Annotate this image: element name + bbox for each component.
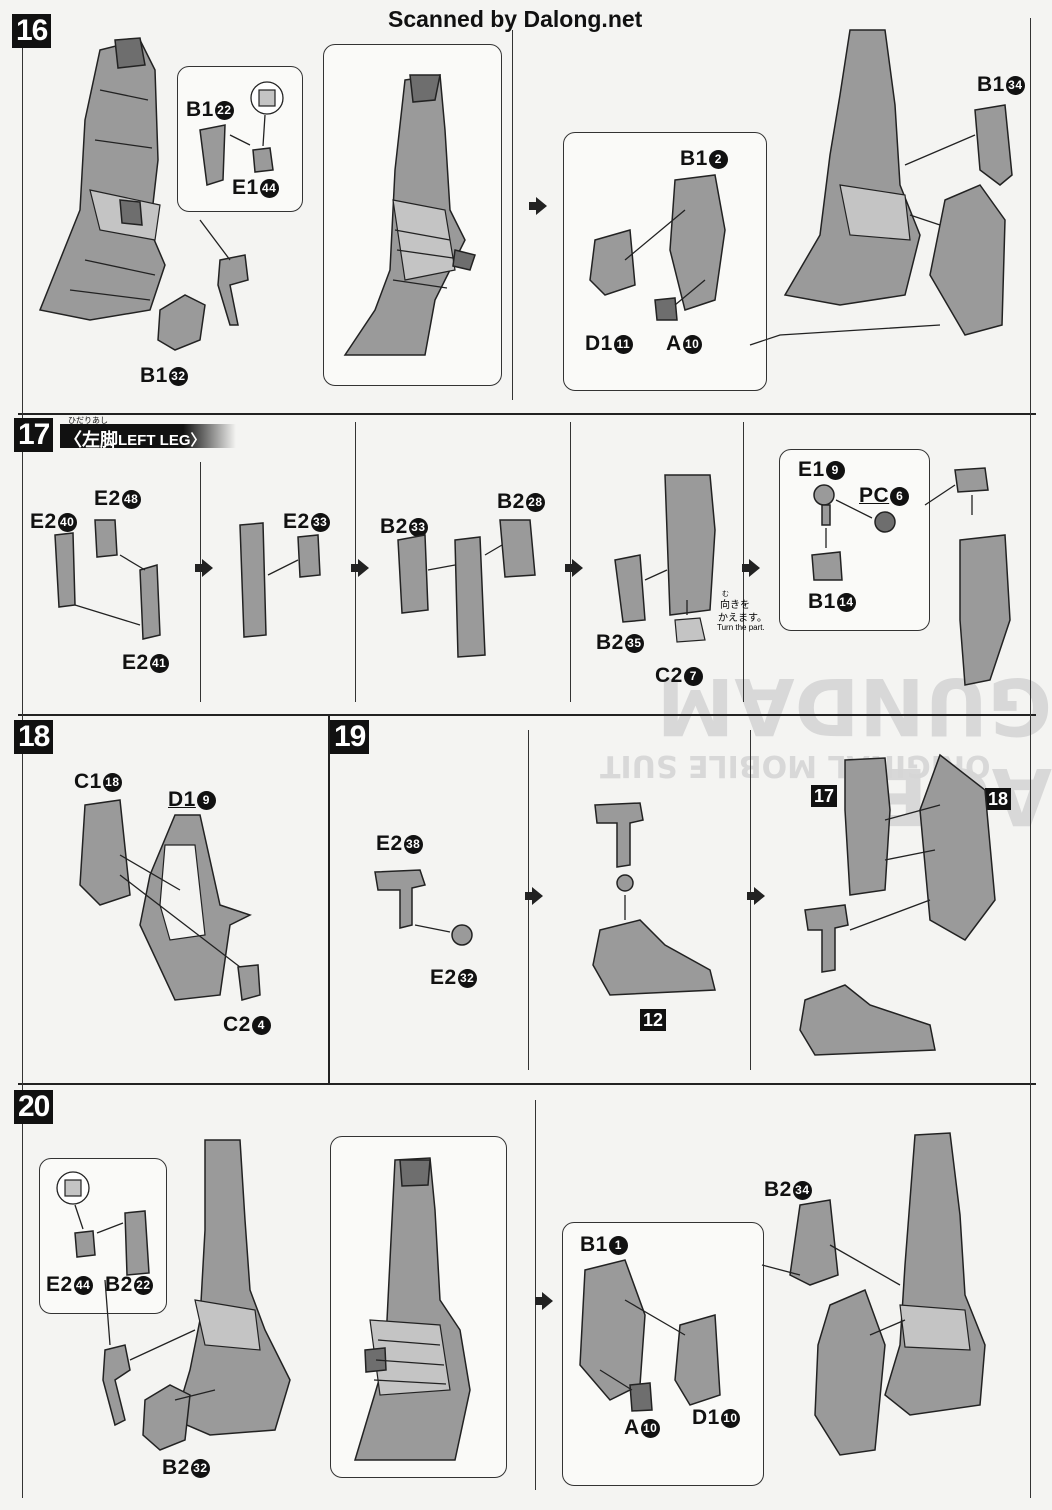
s19-ref-12: 12: [640, 1009, 667, 1031]
s17-title-ruby: ひだりあし: [68, 416, 108, 425]
divider-17-18: [18, 714, 1036, 716]
s17-arrow-3: [565, 559, 583, 577]
divider-18-20: [18, 1083, 1036, 1085]
scan-credit: Scanned by Dalong.net: [388, 6, 643, 32]
divider-s17-c: [570, 422, 571, 702]
divider-s17-a: [200, 462, 201, 702]
s16-rear-view-leg: [343, 74, 476, 356]
s17-arrow-2: [351, 559, 369, 577]
s17-turn-note-ruby: む: [722, 591, 729, 598]
s17-step1-parts: [54, 519, 161, 640]
divider-s19-b: [750, 730, 751, 1070]
s19-step2-parts: [592, 802, 716, 996]
s18-parts: [79, 799, 261, 1001]
step-18-number: 18: [14, 720, 54, 754]
s17-sub-parts: [811, 484, 896, 581]
s16-final-leg: [749, 29, 1013, 346]
s16-inset-box: [177, 66, 303, 212]
s16-sub-parts: [589, 174, 726, 321]
s20-inset-parts: [56, 1171, 150, 1276]
s17-arrow-4: [742, 559, 760, 577]
s17-step4-parts: [614, 474, 716, 643]
divider-s16: [512, 30, 513, 400]
divider-s19-a: [528, 730, 529, 1070]
divider-18-19: [328, 716, 330, 1083]
s19-arrow-2: [747, 887, 765, 905]
divider-16-17: [18, 413, 1036, 415]
s17-step3-parts: [397, 519, 536, 658]
s16-loose-parts: [157, 219, 249, 351]
s17-arrow-1: [195, 559, 213, 577]
s17-title-jp: 〈左脚: [64, 430, 118, 450]
step-17-number: 17: [14, 418, 54, 452]
s16-flow-arrow: [529, 197, 547, 215]
s20-sub-parts: [579, 1259, 721, 1412]
s17-title-bar: [60, 424, 236, 448]
s19-final-parts: [799, 753, 996, 1056]
step-20-number: 20: [14, 1090, 54, 1124]
divider-s20: [535, 1100, 536, 1490]
border-left: [22, 18, 23, 1498]
s17-turn-note-jp2: かえます。: [718, 613, 767, 624]
s16-inset-parts: [199, 81, 284, 186]
divider-s17-d: [743, 422, 744, 702]
s20-final-leg: [761, 1132, 986, 1456]
s19-step1-parts: [374, 869, 473, 946]
divider-s17-b: [355, 422, 356, 702]
s17-title-en: LEFT LEG〉: [118, 432, 206, 449]
s17-final-leg: [924, 467, 1011, 686]
s17-turn-note-en: Turn the part.: [717, 623, 765, 632]
step-19-number: 19: [330, 720, 370, 754]
s16-leg-assembly: [38, 37, 166, 321]
border-right: [1030, 18, 1031, 1498]
s19-ref-17: 17: [811, 785, 838, 807]
s20-flow-arrow: [535, 1292, 553, 1310]
s20-rear-view-leg: [353, 1157, 471, 1461]
step-16-number: 16: [12, 14, 52, 48]
s17-turn-note-jp1: 向きを: [720, 600, 750, 611]
s19-arrow-1: [525, 887, 543, 905]
s17-step2-parts: [239, 522, 321, 638]
s20-leg-assembly: [102, 1139, 291, 1451]
s19-ref-18: 18: [985, 788, 1012, 810]
